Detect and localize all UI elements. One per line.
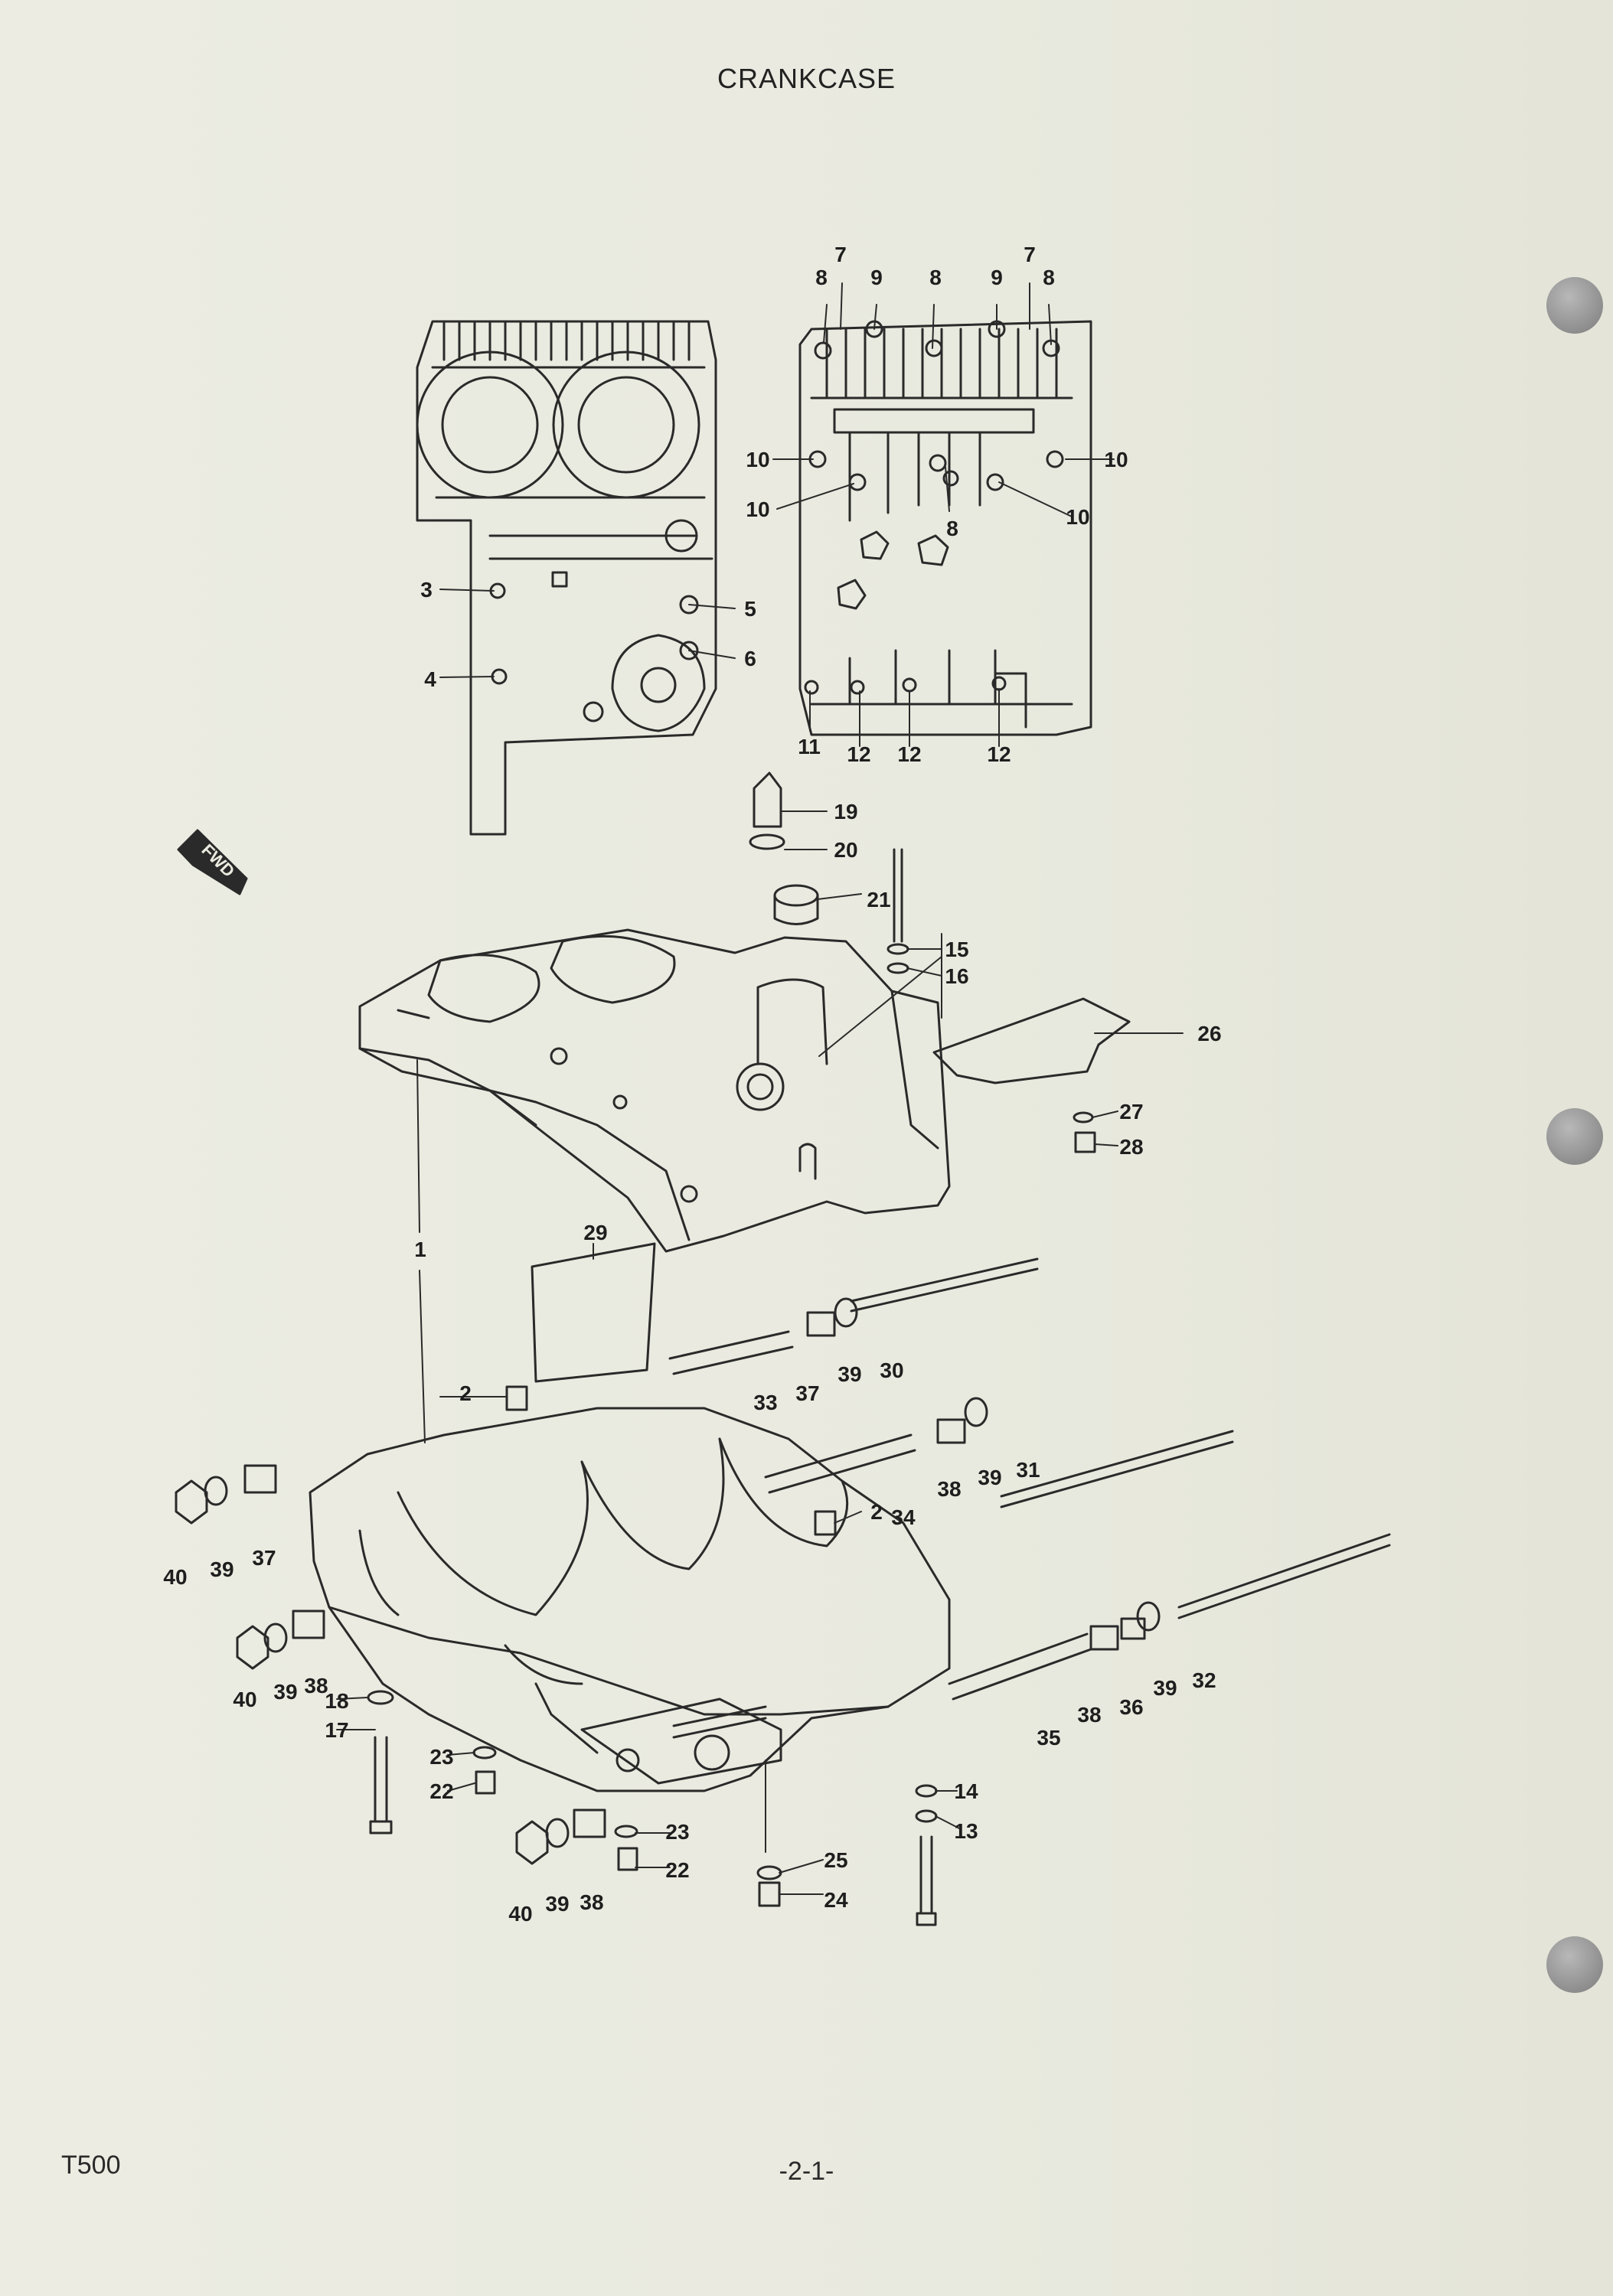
callout-number: 39: [545, 1892, 569, 1916]
callout-number: 23: [665, 1820, 689, 1844]
callout-number: 12: [987, 742, 1011, 766]
callout-number: 8: [1043, 266, 1055, 289]
binder-hole-middle: [1546, 1108, 1603, 1165]
callout-number: 14: [954, 1779, 978, 1803]
callout-number: 39: [838, 1362, 861, 1386]
callout-number: 10: [1066, 505, 1089, 529]
page-title: CRANKCASE: [717, 63, 896, 94]
fastener-parts: [175, 771, 1391, 1926]
callout-number: 36: [1119, 1695, 1143, 1719]
callout-number: 38: [1077, 1703, 1101, 1727]
callout-number: 30: [880, 1358, 903, 1382]
callout-number: 8: [946, 517, 958, 540]
callout-number: 16: [945, 964, 968, 988]
callout-number: 39: [210, 1557, 233, 1581]
page-number: -2-1-: [779, 2157, 834, 2186]
binder-hole-top: [1546, 277, 1603, 334]
callout-number: 23: [429, 1745, 453, 1769]
callout-number: 9: [991, 266, 1003, 289]
callout-number: 40: [163, 1565, 187, 1589]
callout-number: 12: [847, 742, 870, 766]
callout-number: 39: [1153, 1676, 1177, 1700]
callout-number: 13: [954, 1819, 978, 1843]
callout-number: 25: [824, 1848, 847, 1872]
upper-crankcase: [358, 928, 951, 1253]
callout-number: 38: [937, 1477, 961, 1501]
callout-number: 19: [834, 800, 857, 823]
lower-crankcase: [309, 1407, 951, 1792]
callout-number: 17: [325, 1718, 348, 1742]
callout-number: 12: [897, 742, 921, 766]
callout-number: 37: [795, 1381, 819, 1405]
callout-number: 34: [891, 1505, 916, 1529]
callout-number: 40: [233, 1688, 256, 1711]
callout-number: 29: [583, 1221, 607, 1244]
callout-number: 9: [870, 266, 883, 289]
callout-number: 39: [978, 1466, 1001, 1489]
callout-number: 10: [746, 448, 769, 471]
callout-number: 11: [798, 735, 821, 758]
callout-leaders: [336, 282, 1184, 1895]
callout-number: 22: [429, 1779, 453, 1803]
crankcase-upper-view-left: [416, 320, 717, 836]
callout-number: 32: [1192, 1668, 1216, 1692]
callout-number: 1: [414, 1238, 426, 1261]
callout-number: 6: [744, 647, 756, 670]
callout-number: 39: [273, 1680, 297, 1704]
callout-number: 28: [1119, 1135, 1143, 1159]
callout-number: 3: [420, 578, 433, 602]
callout-number: 38: [304, 1674, 328, 1698]
callout-number: 7: [1024, 243, 1036, 266]
callout-number: 5: [744, 597, 756, 621]
callout-number: 21: [867, 888, 890, 912]
model-label: T500: [61, 2151, 121, 2180]
callout-number: 20: [834, 838, 857, 862]
binder-hole-bottom: [1546, 1936, 1603, 1993]
callout-number: 27: [1119, 1100, 1143, 1124]
callout-number: 7: [834, 243, 847, 266]
callout-number: 35: [1037, 1726, 1060, 1750]
callout-number: 31: [1016, 1458, 1040, 1482]
callout-number: 8: [815, 266, 828, 289]
callout-number: 24: [824, 1888, 848, 1912]
callout-number: 15: [945, 938, 968, 961]
callout-number: 38: [580, 1890, 603, 1914]
callout-number: 4: [424, 667, 436, 691]
callout-number: 10: [1104, 448, 1128, 471]
callout-number: 26: [1197, 1022, 1221, 1045]
callout-number: 8: [929, 266, 942, 289]
callout-number: 18: [325, 1689, 348, 1713]
callout-number: 33: [753, 1391, 777, 1414]
callout-number: 2: [870, 1500, 883, 1524]
callout-number: 2: [459, 1381, 472, 1405]
callout-number: 37: [252, 1546, 276, 1570]
callout-number: 22: [665, 1858, 689, 1882]
crankcase-upper-view-right: [798, 320, 1092, 736]
callout-number: 40: [508, 1902, 532, 1926]
callout-number: 10: [746, 497, 769, 521]
fwd-arrow-icon: [177, 829, 248, 895]
